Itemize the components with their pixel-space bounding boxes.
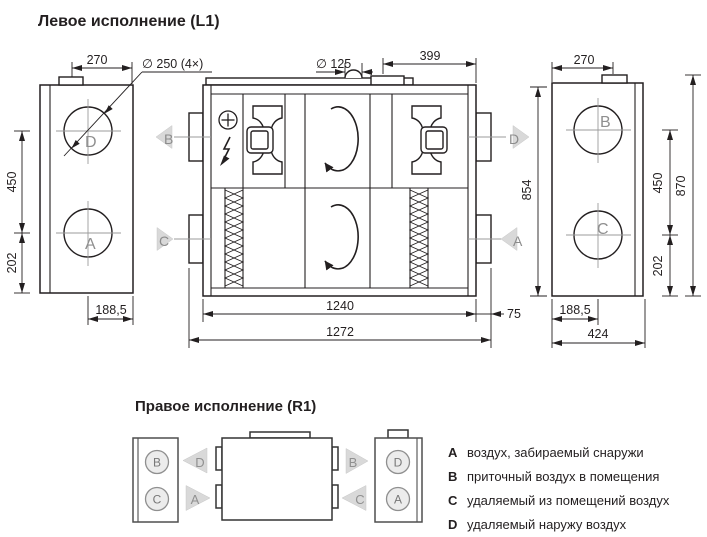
- r1-flow-label-b: B: [349, 455, 358, 470]
- dim-250-ports: ∅ 250 (4×): [142, 57, 203, 71]
- r1-flow-arrow-a-icon: [185, 485, 211, 511]
- top-duct-connector: [58, 76, 84, 86]
- r1-left-side-view: B C: [132, 437, 179, 523]
- r1-port-label-c: C: [153, 493, 162, 507]
- rotor-arrow-bottom: [324, 204, 359, 271]
- top-duct-connector-right: [601, 74, 628, 84]
- r1-front-view: [215, 431, 339, 521]
- flow-arrow-d-icon: [512, 125, 530, 149]
- port-label-d: D: [85, 134, 97, 151]
- section-title-l1: Левое исполнение (L1): [38, 13, 220, 30]
- r1-flow-label-c: C: [355, 492, 364, 507]
- l1-left-side-view: D A 270 ∅ 250 (4×) 450 202 188,5: [5, 53, 212, 325]
- r1-port-label-b: B: [153, 456, 161, 470]
- dim-854: 854: [520, 180, 534, 201]
- legend-key-c: C: [448, 493, 458, 508]
- legend-key-d: D: [448, 517, 457, 532]
- r1-flow-arrow-d-icon: [182, 447, 208, 474]
- flow-arrow-a-icon: [500, 227, 518, 251]
- dim-202-left-view: 202: [5, 253, 19, 274]
- flow-arrow-b-icon: [155, 125, 173, 149]
- r1-flow-arrow-b-icon: [345, 448, 369, 474]
- flow-label-b: B: [164, 131, 173, 147]
- dim-202-right-view: 202: [651, 256, 665, 277]
- port-label-b: B: [600, 114, 611, 131]
- legend-text-d: удаляемый наружу воздух: [467, 517, 627, 532]
- legend-text-b: приточный воздух в помещения: [467, 469, 659, 484]
- l1-front-view: B C D A ∅ 125 399 854 1240 75 1272: [155, 49, 547, 348]
- exhaust-fan-icon: [411, 105, 448, 175]
- dim-270-left-view: 270: [87, 53, 108, 67]
- r1-right-side-view: D A: [374, 429, 423, 523]
- dim-399: 399: [420, 49, 441, 63]
- legend-key-b: B: [448, 469, 457, 484]
- r1-port-label-a: A: [394, 493, 402, 507]
- dim-188-left-view: 188,5: [95, 303, 126, 317]
- legend-text-c: удаляемый из помещений воздух: [467, 493, 670, 508]
- supply-fan-icon: [246, 105, 283, 175]
- r1-figure: B C D A B C D A: [132, 429, 423, 523]
- port-label-c: C: [597, 221, 609, 238]
- electric-heater-icon: [218, 110, 238, 166]
- dim-1240: 1240: [326, 299, 354, 313]
- l1-right-side-view: B C 270 450 202 870 188,5 424: [551, 53, 701, 348]
- section-title-r1: Правое исполнение (R1): [135, 398, 316, 415]
- legend: A воздух, забираемый снаружи B приточный…: [448, 445, 670, 532]
- dim-450-left-view: 450: [5, 172, 19, 193]
- drain-dome: [344, 69, 363, 79]
- r1-flow-label-a: A: [191, 492, 200, 507]
- port-label-a: A: [85, 236, 96, 253]
- dim-450-right-view: 450: [651, 173, 665, 194]
- legend-text-a: воздух, забираемый снаружи: [467, 445, 644, 460]
- dim-870: 870: [674, 176, 688, 197]
- r1-flow-label-d: D: [195, 455, 204, 470]
- dim-75: 75: [507, 307, 521, 321]
- r1-port-label-d: D: [394, 456, 403, 470]
- dim-125-drain: ∅ 125: [316, 57, 351, 71]
- dim-188-right-view: 188,5: [559, 303, 590, 317]
- cable-gland-box: [370, 75, 405, 86]
- filter-right-icon: [408, 189, 430, 287]
- filter-left-icon: [223, 189, 245, 287]
- legend-key-a: A: [448, 445, 458, 460]
- rotor-arrow-top: [324, 106, 359, 173]
- dim-1272: 1272: [326, 325, 354, 339]
- flow-label-d: D: [509, 131, 519, 147]
- dim-270-right-view: 270: [574, 53, 595, 67]
- flow-label-c: C: [159, 233, 169, 249]
- flow-label-a: A: [513, 233, 523, 249]
- r1-flow-arrow-c-icon: [341, 485, 367, 511]
- flow-arrow-c-icon: [156, 227, 174, 251]
- dim-424: 424: [588, 327, 609, 341]
